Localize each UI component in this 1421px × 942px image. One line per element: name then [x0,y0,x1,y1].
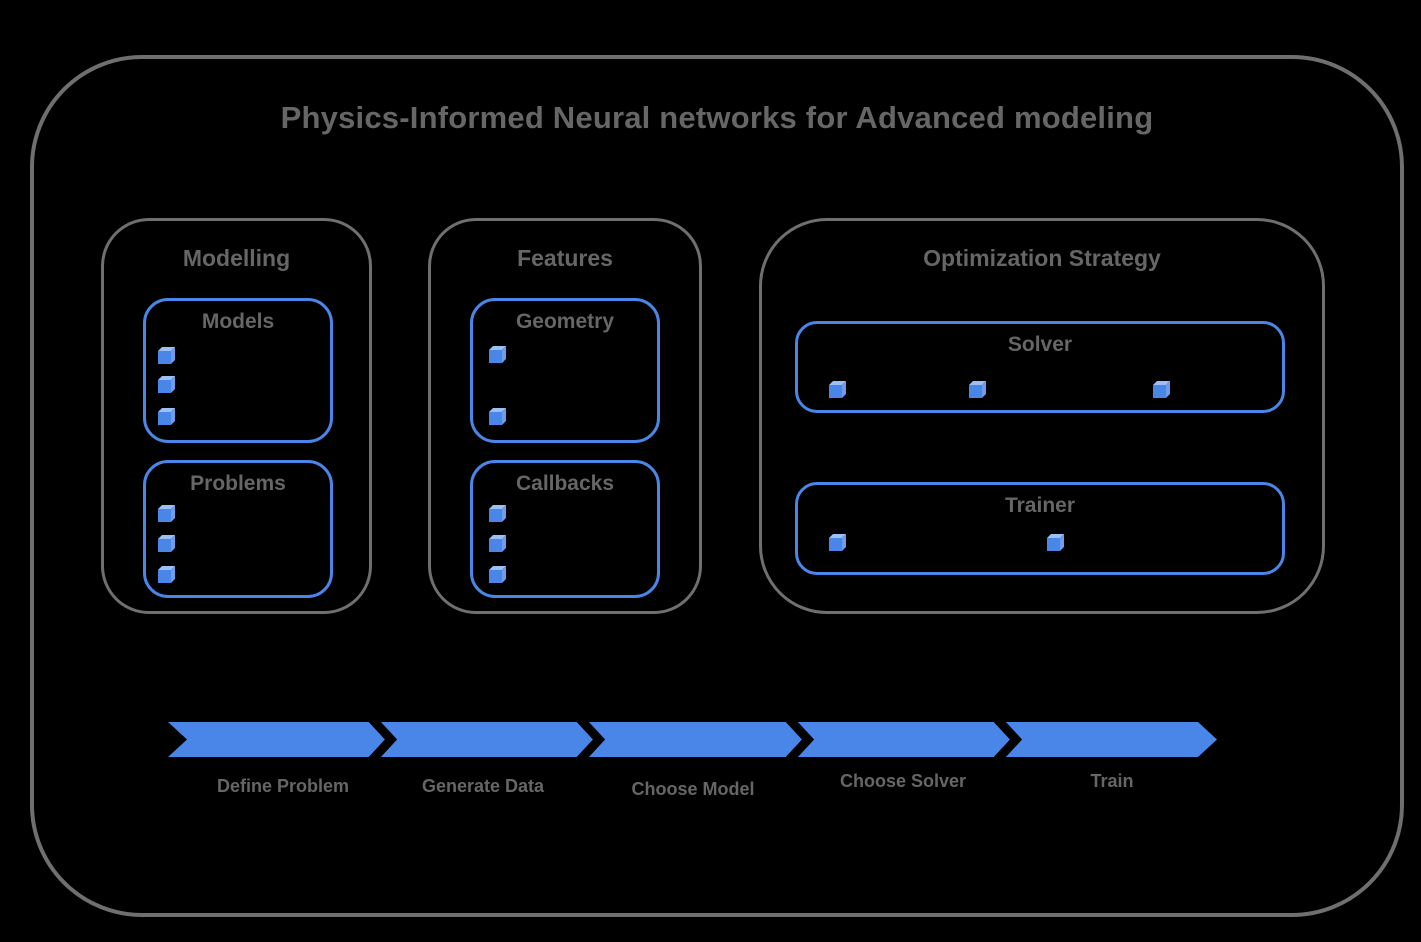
cube-icon [158,412,171,425]
pipeline-step-label-train: Train [1090,771,1134,791]
group-title-models: Models [201,310,275,333]
group-box-models: Models [143,298,333,443]
group-box-geometry: Geometry [470,298,660,443]
group-title-solver: Solver [1007,333,1073,356]
group-box-callbacks: Callbacks [470,460,660,598]
group-box-solver: Solver [795,321,1285,413]
pipeline-step-label-choose-solver: Choose Solver [839,771,967,791]
section-title-modelling: Modelling [182,245,291,271]
chevron-separator-icon [993,715,1023,764]
cube-icon [158,539,171,552]
cube-icon [489,350,502,363]
pipeline-step-label-choose-model: Choose Model [631,779,755,799]
cube-icon [829,538,842,551]
diagram-title: Physics-Informed Neural networks for Adv… [280,100,1154,135]
cube-icon [489,509,502,522]
chevron-separator-icon [785,715,815,764]
section-title-optimization-strategy: Optimization Strategy [923,245,1161,271]
chevron-separator-icon [576,715,606,764]
cube-icon [969,385,982,398]
section-features: Features [428,218,702,614]
section-optimization-strategy: Optimization Strategy [759,218,1325,614]
group-title-problems: Problems [190,472,286,495]
pipeline-arrow [168,715,1217,764]
group-title-callbacks: Callbacks [515,472,615,495]
group-title-geometry: Geometry [515,310,615,333]
cube-icon [829,385,842,398]
section-modelling: Modelling [101,218,372,614]
cube-icon [158,351,171,364]
cube-icon [1047,538,1060,551]
cube-icon [489,412,502,425]
cube-icon [489,539,502,552]
section-title-features: Features [517,245,613,271]
cube-icon [1153,385,1166,398]
pipeline-arrow-band [168,722,1217,757]
chevron-separator-icon [368,715,398,764]
group-box-problems: Problems [143,460,333,598]
pipeline-step-label-define-problem: Define Problem [216,776,350,796]
outer-frame [30,55,1404,917]
pipeline-step-label-generate-data: Generate Data [421,776,545,796]
cube-icon [158,380,171,393]
group-box-trainer: Trainer [795,482,1285,575]
group-title-trainer: Trainer [1004,494,1076,517]
cube-icon [489,570,502,583]
cube-icon [158,509,171,522]
cube-icon [158,570,171,583]
